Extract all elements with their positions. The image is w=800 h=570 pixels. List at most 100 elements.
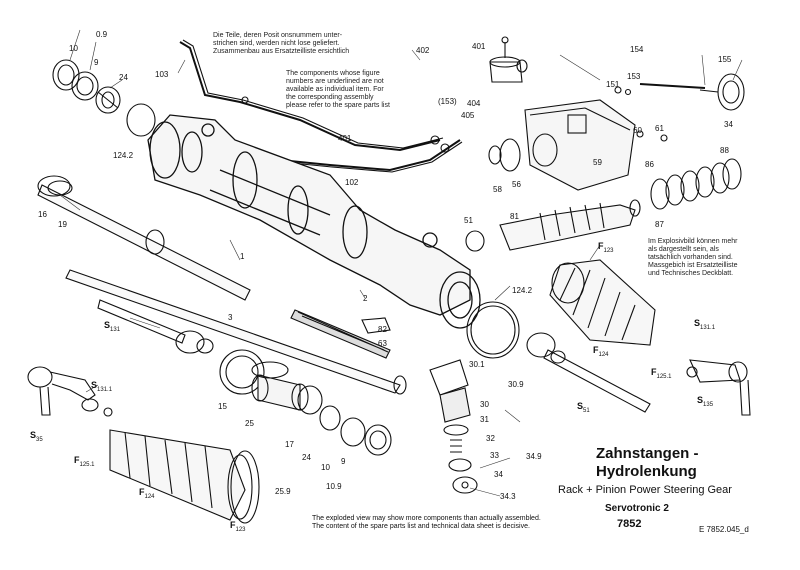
part-label: 25.9 (275, 487, 291, 496)
part-label: 10.9 (326, 482, 342, 491)
part-label: 59 (593, 158, 602, 167)
steering-housing (147, 114, 481, 329)
o-ring-left (126, 103, 156, 137)
part-label: 34.3 (500, 492, 516, 501)
part-label: 34 (494, 470, 503, 479)
part-label: 10 (321, 463, 330, 472)
part-label-S51: S51 (577, 401, 590, 414)
part-label-F123: F123 (598, 241, 614, 254)
part-label: 17 (285, 440, 294, 449)
piston-rings (650, 158, 742, 210)
title-block: Zahnstangen - Hydrolenkung (596, 445, 699, 481)
part-label-F124-left: F124 (139, 487, 155, 500)
rings-bottom (297, 385, 392, 456)
part-label: 82 (378, 325, 387, 334)
hydraulic-pipe-102 (179, 41, 441, 152)
part-label: 88 (720, 146, 729, 155)
part-label: 404 (467, 99, 481, 108)
part-label: 60 (633, 126, 642, 135)
part-label: 0.9 (96, 30, 108, 39)
part-label: 30 (480, 400, 489, 409)
seal-59 (488, 145, 502, 165)
part-label: 56 (512, 180, 521, 189)
pinion-81 (499, 199, 641, 251)
part-label-F123-left: F123 (230, 520, 246, 533)
part-label: 153 (627, 72, 641, 81)
part-label: 124.2 (113, 151, 134, 160)
valve-housing (524, 99, 636, 191)
part-label-F124: F124 (593, 345, 609, 358)
part-label-F125-1: F125.1 (651, 367, 672, 380)
title-line-1: Zahnstangen - (596, 445, 699, 462)
part-label: 87 (655, 220, 664, 229)
cover-34 (699, 73, 745, 111)
part-label: 31 (480, 415, 489, 424)
bearing-15 (219, 349, 265, 395)
part-label: 9 (341, 457, 346, 466)
part-label: 1 (240, 252, 245, 261)
bearing-25 (251, 361, 309, 411)
tie-rod-left (97, 299, 214, 354)
part-label: 81 (510, 212, 519, 221)
adjuster-stack (429, 359, 478, 494)
part-label: 30.9 (508, 380, 524, 389)
part-label: 154 (630, 45, 644, 54)
part-label: 402 (416, 46, 430, 55)
part-label-S135: S135 (697, 395, 714, 408)
part-label: 401 (472, 42, 486, 51)
tie-rod-end-right (686, 359, 751, 416)
cover-plate-82 (361, 317, 391, 334)
part-label-S131-1: S131.1 (91, 380, 113, 393)
boot-right (549, 259, 656, 346)
part-label: 103 (155, 70, 169, 79)
bolt-154 (639, 83, 706, 89)
part-label: 34.9 (526, 452, 542, 461)
part-label: 33 (490, 451, 499, 460)
part-label: 2 (363, 294, 368, 303)
part-label: 15 (218, 402, 227, 411)
part-label: 86 (645, 160, 654, 169)
part-label-S35: S35 (30, 430, 43, 443)
part-label: 405 (461, 111, 475, 120)
seal-ring-9 (71, 71, 99, 101)
o-ring-124-2 (466, 301, 520, 359)
part-label: 32 (486, 434, 495, 443)
part-label-S131-1-right: S131.1 (694, 318, 716, 331)
note-german-top: Die Teile, deren Posit onsnummern unter-… (213, 32, 350, 55)
part-label: 9 (94, 58, 99, 67)
part-number: 7852 (617, 518, 642, 530)
seal-51 (465, 230, 485, 252)
part-label: 30.1 (469, 360, 485, 369)
part-label: 51 (464, 216, 473, 225)
model-name: Servotronic 2 (605, 503, 669, 514)
part-label: 34 (724, 120, 733, 129)
part-label: 16 (38, 210, 47, 219)
part-label: 3 (228, 313, 233, 322)
part-label: 63 (378, 339, 387, 348)
part-label: 10 (69, 44, 78, 53)
part-label: 58 (493, 185, 502, 194)
part-label: 19 (58, 220, 67, 229)
part-label: 25 (245, 419, 254, 428)
note-english-top: The components whose figure numbers are … (286, 70, 390, 109)
document-id: E 7852.045_d (699, 525, 749, 534)
tie-rod-right (526, 332, 651, 413)
part-label-F125-1-left: F125.1 (74, 455, 95, 468)
title-line-2: Hydrolenkung (596, 463, 697, 480)
part-label: 401 (338, 134, 352, 143)
tie-rod-end-left (27, 366, 113, 417)
seal-ring-10 (52, 59, 80, 91)
pressure-valve-401 (489, 36, 528, 83)
part-label: 61 (655, 124, 664, 133)
rack-3 (65, 269, 407, 395)
part-label: 102 (345, 178, 359, 187)
part-label-S131: S131 (104, 320, 121, 333)
part-label: 24 (119, 73, 128, 82)
boot-left (109, 429, 260, 524)
bushing-24 (95, 86, 121, 114)
note-english-bottom: The exploded view may show more componen… (312, 515, 541, 530)
part-label: 24 (302, 453, 311, 462)
note-german-right: Im Explosivbild können mehr als dargeste… (648, 238, 738, 277)
part-label: 155 (718, 55, 732, 64)
